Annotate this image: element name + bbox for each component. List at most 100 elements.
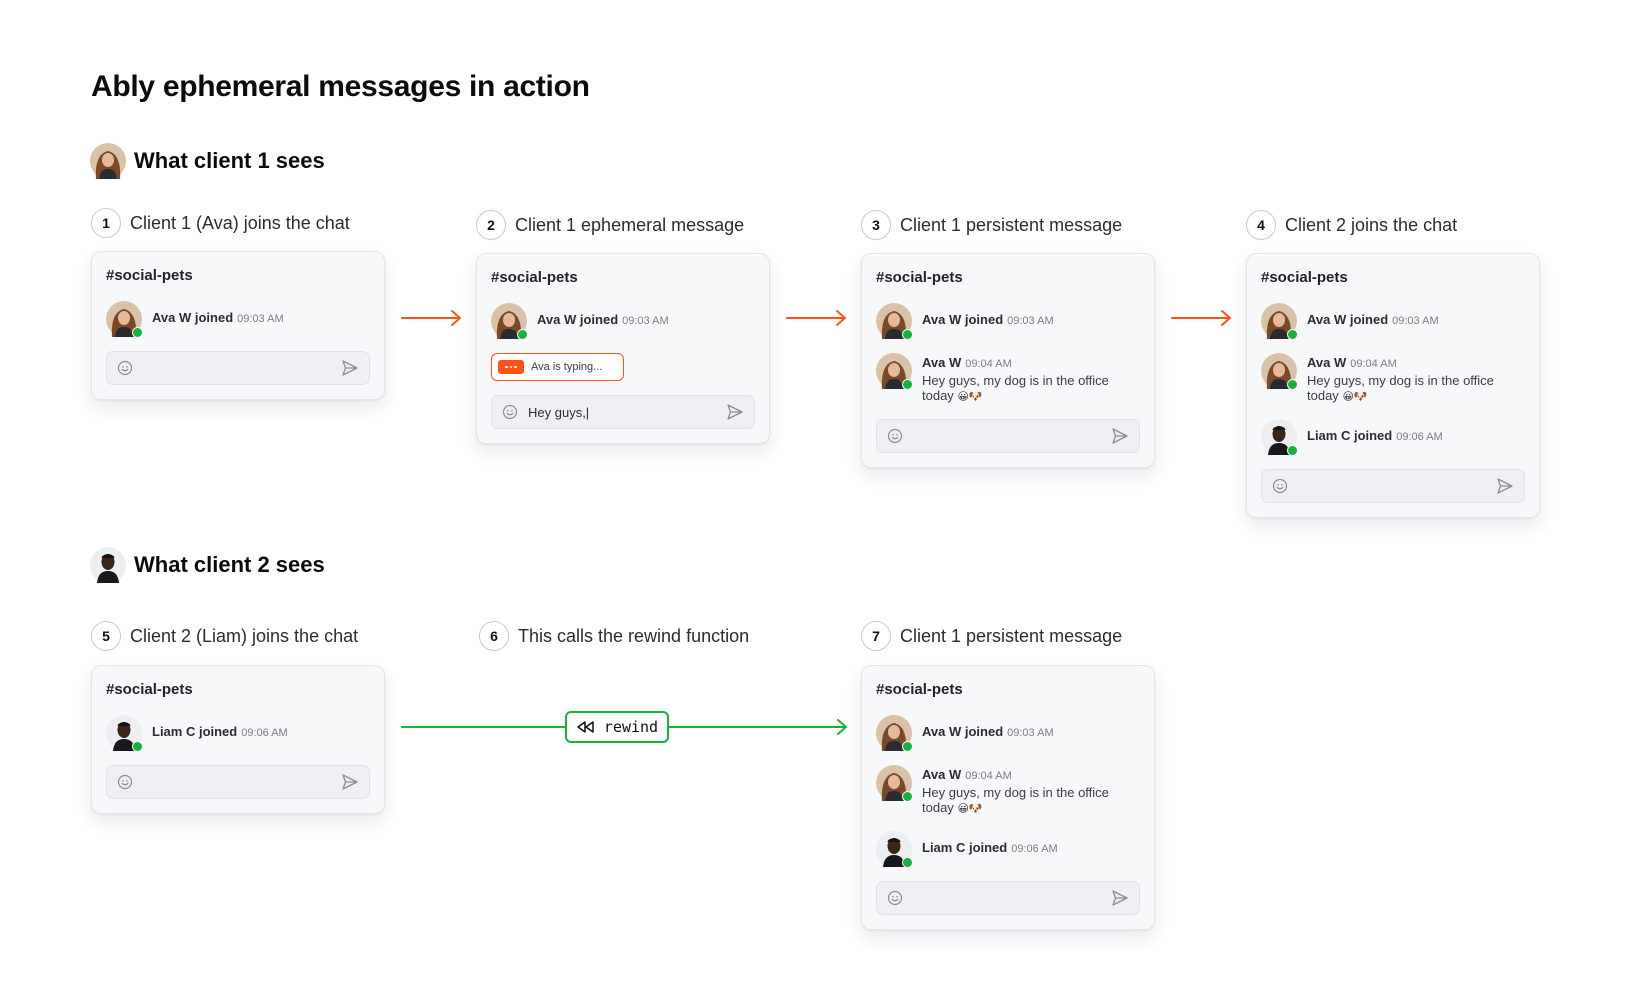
step-2: 2 Client 1 ephemeral message bbox=[476, 210, 744, 240]
message-input[interactable]: Hey guys,| bbox=[528, 404, 590, 420]
message-time: 09:04 AM bbox=[965, 770, 1012, 782]
step-label: Client 1 persistent message bbox=[900, 214, 1123, 235]
section-client1-label: What client 1 sees bbox=[134, 148, 325, 173]
message-author: Ava W bbox=[922, 767, 962, 782]
channel-name: #social-pets bbox=[876, 269, 963, 286]
step-number: 5 bbox=[91, 621, 121, 651]
message-author: Liam C joined bbox=[922, 840, 1008, 855]
typing-text: Ava is typing... bbox=[531, 361, 603, 373]
message-composer[interactable] bbox=[106, 765, 370, 799]
step-1: 1 Client 1 (Ava) joins the chat bbox=[91, 208, 350, 238]
arrow-right-icon bbox=[1171, 310, 1231, 326]
liam-avatar bbox=[90, 547, 126, 583]
online-dot bbox=[1287, 379, 1298, 390]
arrow-right-icon bbox=[401, 310, 461, 326]
message-time: 09:03 AM bbox=[622, 315, 669, 327]
channel-name: #social-pets bbox=[106, 681, 193, 698]
typing-dots-icon bbox=[498, 360, 524, 374]
message-composer[interactable]: Hey guys,| bbox=[491, 395, 755, 429]
smiley-icon[interactable] bbox=[1272, 478, 1288, 494]
channel-name: #social-pets bbox=[106, 267, 193, 284]
channel-name: #social-pets bbox=[1261, 269, 1348, 286]
step-6: 6 This calls the rewind function bbox=[479, 621, 749, 651]
message-author: Ava W joined bbox=[1307, 312, 1389, 327]
step-label: Client 1 (Ava) joins the chat bbox=[130, 212, 350, 233]
message-time: 09:04 AM bbox=[965, 358, 1012, 370]
message-emoji: 😀🐶 bbox=[957, 391, 983, 403]
typing-indicator: Ava is typing... bbox=[491, 353, 624, 381]
message-composer[interactable] bbox=[1261, 469, 1525, 503]
smiley-icon[interactable] bbox=[502, 404, 518, 420]
send-icon[interactable] bbox=[341, 359, 359, 377]
ava-avatar bbox=[90, 143, 126, 179]
step-number: 6 bbox=[479, 621, 509, 651]
message-emoji: 😀🐶 bbox=[957, 803, 983, 815]
message-time: 09:04 AM bbox=[1350, 358, 1397, 370]
smiley-icon[interactable] bbox=[887, 890, 903, 906]
message-time: 09:03 AM bbox=[1007, 315, 1054, 327]
smiley-icon[interactable] bbox=[117, 360, 133, 376]
send-icon[interactable] bbox=[726, 403, 744, 421]
step-number: 7 bbox=[861, 621, 891, 651]
page-title: Ably ephemeral messages in action bbox=[91, 70, 590, 103]
send-icon[interactable] bbox=[1496, 477, 1514, 495]
send-icon[interactable] bbox=[341, 773, 359, 791]
step-label: Client 2 (Liam) joins the chat bbox=[130, 625, 359, 646]
step-5: 5 Client 2 (Liam) joins the chat bbox=[91, 621, 358, 651]
online-dot bbox=[902, 741, 913, 752]
section-client2-label: What client 2 sees bbox=[134, 552, 325, 577]
step-number: 1 bbox=[91, 208, 121, 238]
message-author: Ava W joined bbox=[537, 312, 619, 327]
send-icon[interactable] bbox=[1111, 427, 1129, 445]
message-time: 09:06 AM bbox=[241, 727, 288, 739]
message-author: Ava W bbox=[1307, 355, 1347, 370]
online-dot bbox=[517, 329, 528, 340]
online-dot bbox=[902, 379, 913, 390]
message-time: 09:06 AM bbox=[1396, 431, 1443, 443]
channel-name: #social-pets bbox=[876, 681, 963, 698]
smiley-icon[interactable] bbox=[117, 774, 133, 790]
step-label: Client 1 persistent message bbox=[900, 625, 1123, 646]
send-icon[interactable] bbox=[1111, 889, 1129, 907]
message-composer[interactable] bbox=[876, 881, 1140, 915]
message-time: 09:06 AM bbox=[1011, 843, 1058, 855]
message-time: 09:03 AM bbox=[237, 313, 284, 325]
message-composer[interactable] bbox=[876, 419, 1140, 453]
message-author: Ava W bbox=[922, 355, 962, 370]
message-emoji: 😀🐶 bbox=[1342, 391, 1368, 403]
section-client2: What client 2 sees bbox=[90, 547, 325, 583]
message-author: Ava W joined bbox=[922, 312, 1004, 327]
step-3: 3 Client 1 persistent message bbox=[861, 210, 1122, 240]
step-4: 4 Client 2 joins the chat bbox=[1246, 210, 1457, 240]
online-dot bbox=[1287, 445, 1298, 456]
step-label: Client 1 ephemeral message bbox=[515, 214, 745, 235]
rewind-badge: rewind bbox=[565, 711, 669, 743]
message-author: Liam C joined bbox=[1307, 428, 1393, 443]
message-author: Liam C joined bbox=[152, 724, 238, 739]
rewind-label: rewind bbox=[603, 718, 659, 736]
message-text: Hey guys, my dog is in the office today bbox=[922, 373, 1109, 403]
message-composer[interactable] bbox=[106, 351, 370, 385]
message-time: 09:03 AM bbox=[1392, 315, 1439, 327]
step-number: 2 bbox=[476, 210, 506, 240]
channel-name: #social-pets bbox=[491, 269, 578, 286]
online-dot bbox=[132, 741, 143, 752]
online-dot bbox=[902, 329, 913, 340]
message-text: Hey guys, my dog is in the office today bbox=[922, 785, 1109, 815]
step-number: 4 bbox=[1246, 210, 1276, 240]
smiley-icon[interactable] bbox=[887, 428, 903, 444]
